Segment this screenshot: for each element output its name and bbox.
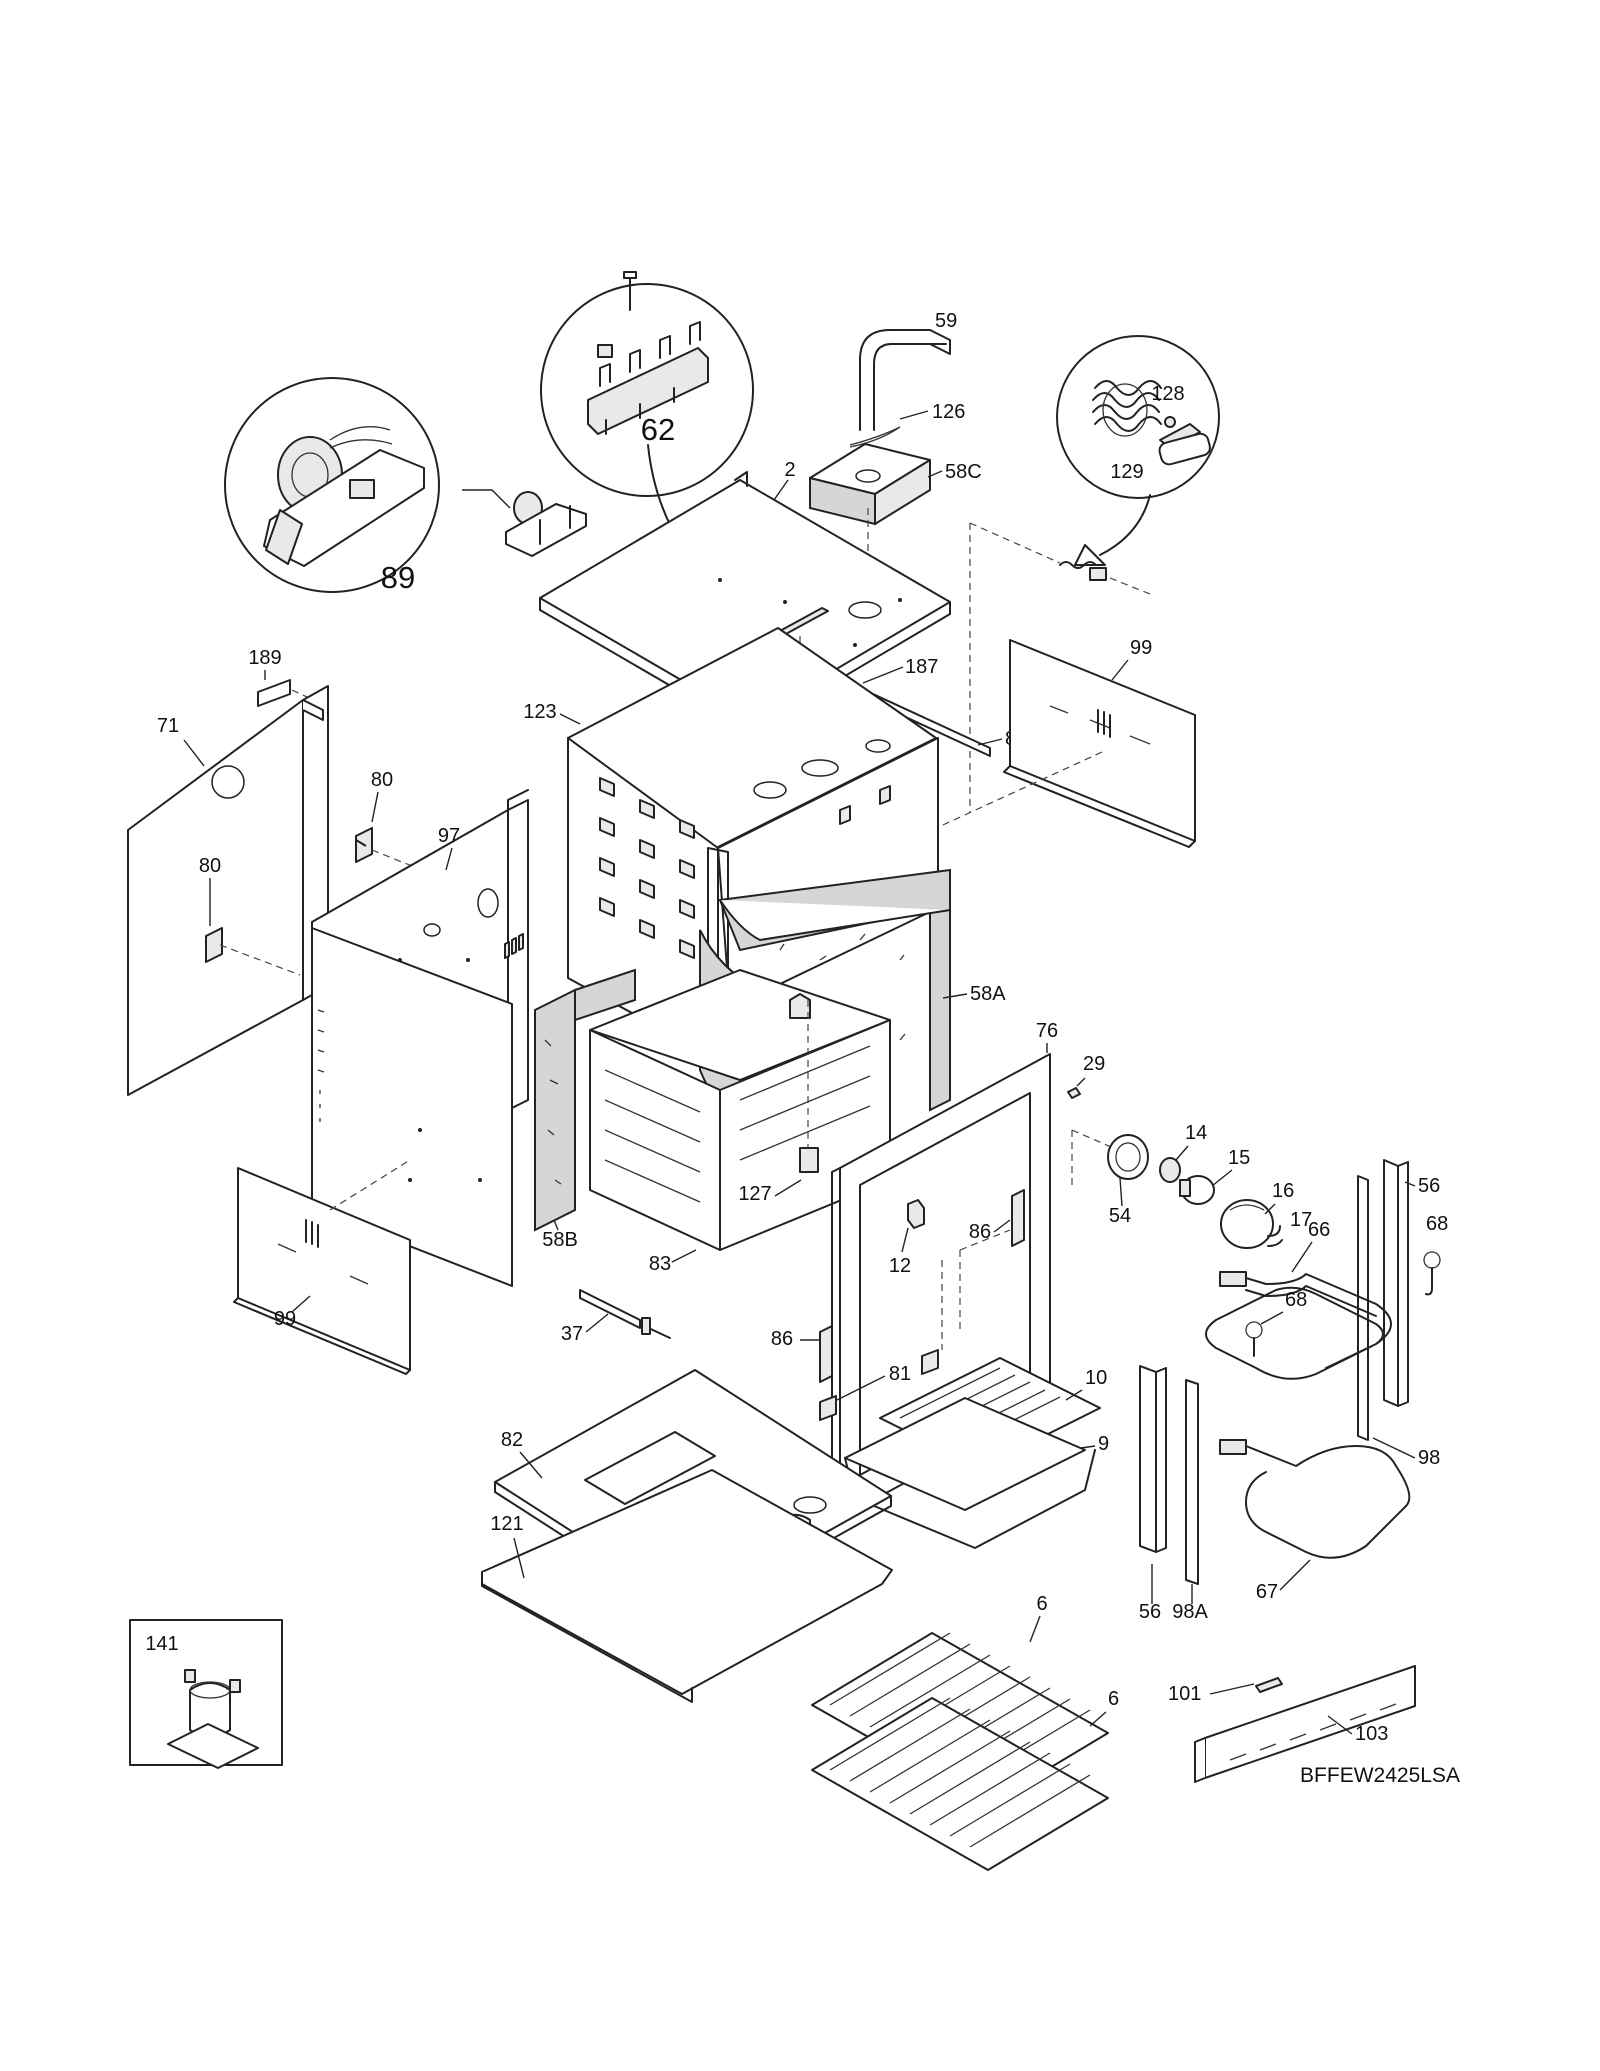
light-housing-54: [1107, 1134, 1149, 1180]
callout-121: 121: [490, 1513, 523, 1535]
light-bulb-15: [1179, 1175, 1215, 1205]
callout-58C: 58C: [945, 461, 982, 483]
callout-67: 67: [1256, 1581, 1278, 1603]
callout-59: 59: [935, 310, 957, 332]
spring-pin-detail-circle: [1056, 335, 1220, 499]
door-switch-37: [579, 1289, 671, 1339]
bracket-189: [257, 679, 291, 707]
callout-29: 29: [1083, 1053, 1105, 1075]
side-panel-97-front: [311, 927, 513, 1287]
callout-68b: 68: [1285, 1289, 1307, 1311]
callout-66: 66: [1308, 1219, 1330, 1241]
drawing-code: BFFEW2425LSA: [1300, 1764, 1460, 1787]
rear-panel-left-99: [233, 1167, 411, 1375]
light-socket-12: [907, 1199, 925, 1229]
oven-rack-6-lower: [811, 1697, 1109, 1871]
callout-80a: 80: [371, 769, 393, 791]
side-panel-71: [127, 685, 329, 1096]
callout-189: 189: [248, 647, 281, 669]
callout-54: 54: [1109, 1205, 1131, 1227]
bracket-hook-68-left: [1245, 1321, 1263, 1357]
callout-126: 126: [932, 401, 965, 423]
hinge-receiver-86-lower: [819, 1325, 833, 1383]
light-lens-16: [1220, 1199, 1274, 1249]
callout-101: 101: [1168, 1683, 1201, 1705]
clip-81-b: [921, 1349, 939, 1375]
callout-17: 17: [1290, 1209, 1312, 1231]
callout-37: 37: [561, 1323, 583, 1345]
rack-support-98A: [1185, 1379, 1199, 1585]
callout-9: 9: [1098, 1433, 1109, 1455]
callout-58B: 58B: [542, 1229, 578, 1251]
callout-12: 12: [889, 1255, 911, 1277]
callout-99a: 99: [1130, 637, 1152, 659]
door-lock-spring: [1059, 561, 1097, 569]
rear-panel-right-99: [1003, 639, 1196, 848]
rack-support-98: [1357, 1175, 1369, 1441]
wire-harness-tube: [859, 329, 931, 431]
bake-element-67: [1219, 1439, 1411, 1559]
callout-103: 103: [1355, 1723, 1388, 1745]
callout-14: 14: [1185, 1122, 1207, 1144]
light-wire-17: [1267, 1225, 1283, 1247]
callout-71: 71: [157, 715, 179, 737]
callout-86b: 86: [771, 1328, 793, 1350]
callout-128: 128: [1151, 383, 1184, 405]
broil-element-66: [1205, 1271, 1392, 1380]
callout-83: 83: [649, 1253, 671, 1275]
callout-141: 141: [145, 1633, 178, 1655]
callout-56a: 56: [1418, 1175, 1440, 1197]
callout-6b: 6: [1108, 1688, 1119, 1710]
callout-56b: 56: [1139, 1601, 1161, 1623]
inset-part-141: [129, 1619, 283, 1769]
oven-insulation-58B: [534, 968, 636, 1232]
callout-6a: 6: [1036, 1593, 1047, 1615]
oven-sensor-127: [799, 1000, 819, 1173]
callout-127: 127: [738, 1183, 771, 1205]
callout-99b: 99: [274, 1308, 296, 1330]
terminal-block-detail-circle: [540, 271, 754, 497]
door-lock-motor: [505, 491, 587, 557]
oven-liner-83: [589, 969, 891, 1251]
clip-81-a: [819, 1395, 837, 1421]
clip-80-upper: [355, 827, 373, 863]
lower-frame-121: [481, 1469, 893, 1703]
light-gasket-14: [1159, 1157, 1181, 1183]
clip-80-lower: [205, 927, 223, 963]
callout-62: 62: [641, 412, 675, 447]
clip-101: [1255, 1677, 1283, 1693]
callout-98A: 98A: [1172, 1601, 1208, 1623]
callout-86a: 86: [969, 1221, 991, 1243]
screw-29: [1067, 1087, 1081, 1099]
door-lock-motor-detail-circle: [224, 377, 440, 593]
callout-10: 10: [1085, 1367, 1107, 1389]
callout-187: 187: [905, 656, 938, 678]
callout-2: 2: [784, 459, 795, 481]
callout-80b: 80: [199, 855, 221, 877]
wire-clip-126: [849, 426, 901, 448]
callout-129: 129: [1110, 461, 1143, 483]
callout-76: 76: [1036, 1020, 1058, 1042]
rack-support-56-right: [1383, 1159, 1409, 1407]
vent-trim-103: [1194, 1665, 1416, 1783]
callout-97: 97: [438, 825, 460, 847]
callout-98: 98: [1418, 1447, 1440, 1469]
bracket-hook-68-right: [1423, 1251, 1441, 1296]
callout-16: 16: [1272, 1180, 1294, 1202]
callout-15: 15: [1228, 1147, 1250, 1169]
top-insulation-58C: [809, 443, 931, 526]
callout-82: 82: [501, 1429, 523, 1451]
hinge-receiver-86-upper: [1011, 1189, 1025, 1247]
callout-123: 123: [523, 701, 556, 723]
rack-support-56-left: [1139, 1365, 1167, 1553]
callout-81: 81: [889, 1363, 911, 1385]
callout-58A: 58A: [970, 983, 1006, 1005]
callout-68a: 68: [1426, 1213, 1448, 1235]
callout-89: 89: [381, 560, 415, 595]
